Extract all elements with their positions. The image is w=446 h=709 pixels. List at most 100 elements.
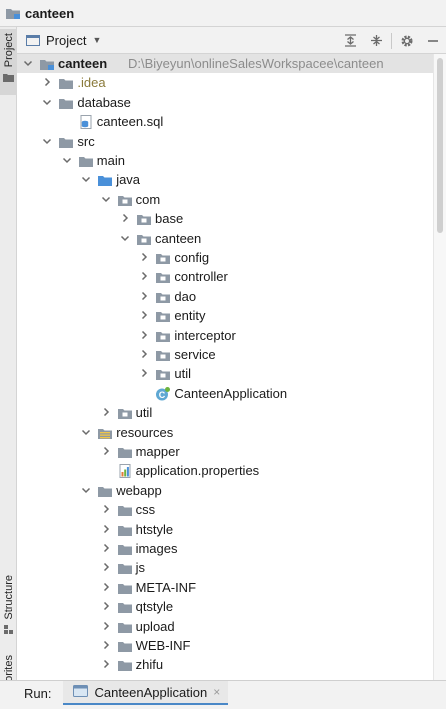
tree-row-util[interactable]: util [17,364,433,383]
tree-row-controller[interactable]: controller [17,267,433,286]
tree-item-label: css [135,502,156,518]
module-path: D:\Biyeyun\onlineSalesWorkspacee\canteen [128,56,384,71]
spring-class-icon: C [155,386,171,401]
chevron-down-icon[interactable] [81,485,91,495]
package-icon [136,212,152,226]
tree-row-qtstyle[interactable]: qtstyle [17,597,433,616]
hide-panel-icon[interactable] [420,27,446,54]
tree-row-database[interactable]: database [17,93,433,112]
tree-row-java[interactable]: java [17,170,433,189]
chevron-right-icon[interactable] [101,659,111,669]
collapse-all-icon[interactable] [363,27,389,54]
tree-item-label: base [155,211,184,227]
chevron-down-icon[interactable]: ▼ [92,35,102,45]
chevron-right-icon[interactable] [101,640,111,650]
folder-icon [117,542,133,556]
tree-item-label: src [77,133,95,149]
tree-row-mapper[interactable]: mapper [17,442,433,461]
folder-icon [78,154,94,168]
project-view-selector[interactable]: Project [46,32,87,48]
package-icon [155,367,171,381]
tree-item-label: database [77,94,131,110]
project-side-tab[interactable]: Project [0,29,17,95]
chevron-right-icon[interactable] [101,621,111,631]
structure-side-tab[interactable]: Structure [0,575,17,641]
svg-text:C: C [159,390,166,400]
chevron-right-icon[interactable] [101,504,111,514]
tree-row-interceptor[interactable]: interceptor [17,326,433,345]
tree-row-images[interactable]: images [17,539,433,558]
chevron-down-icon[interactable] [101,194,111,204]
gear-icon[interactable] [394,27,420,54]
tree-row-util[interactable]: util [17,403,433,422]
chevron-down-icon[interactable] [81,427,91,437]
chevron-right-icon[interactable] [42,77,52,87]
tree-scrollbar[interactable] [433,54,446,680]
tree-item-label: config [174,250,210,265]
tree-row-meta-inf[interactable]: META-INF [17,578,433,597]
chevron-right-icon[interactable] [139,291,149,301]
chevron-down-icon[interactable] [120,233,130,243]
chevron-down-icon[interactable] [42,97,52,107]
tree-row-application-properties[interactable]: application.properties [17,461,433,480]
scrollbar-thumb[interactable] [437,58,443,233]
folder-icon [117,445,133,459]
chevron-right-icon[interactable] [101,524,111,534]
tree-item-label: canteen.sql [96,114,164,130]
tree-row-web-inf[interactable]: WEB-INF [17,636,433,655]
run-tool-bar: Run: CanteenApplication × [0,680,446,705]
tree-row-canteen[interactable]: canteen [17,229,433,248]
chevron-right-icon[interactable] [139,310,149,320]
chevron-right-icon[interactable] [101,407,111,417]
tree-row-upload[interactable]: upload [17,617,433,636]
run-tab-canteen-application[interactable]: CanteenApplication × [63,681,229,705]
tree-item-label: java [116,172,141,188]
tree-row-main[interactable]: main [17,151,433,170]
package-icon [155,290,171,304]
toolbar-divider [391,32,392,49]
chevron-down-icon[interactable] [42,136,52,146]
chevron-right-icon[interactable] [101,601,111,611]
tree-row-webapp[interactable]: webapp [17,481,433,500]
project-view-icon [26,34,40,46]
expand-all-icon[interactable] [337,27,363,54]
chevron-down-icon[interactable] [81,174,91,184]
chevron-down-icon[interactable] [23,58,33,68]
chevron-right-icon[interactable] [101,543,111,553]
folder-icon [117,581,133,595]
tree-row-com[interactable]: com [17,190,433,209]
tree-row-canteen-sql[interactable]: canteen.sql [17,112,433,131]
chevron-down-icon[interactable] [62,155,72,165]
folder-icon [58,96,74,110]
run-label: Run: [24,685,52,701]
tree-row-config[interactable]: config [17,248,433,267]
properties-file-icon [117,464,133,479]
chevron-right-icon[interactable] [139,349,149,359]
chevron-right-icon[interactable] [139,330,149,340]
tree-item-label: service [174,347,216,362]
tree-row-zhifu[interactable]: zhifu [17,655,433,674]
tree-row-css[interactable]: css [17,500,433,519]
chevron-right-icon[interactable] [101,582,111,592]
tree-item-label: dao [174,288,197,304]
tree-item-label: canteen [155,230,202,246]
tree-row-dao[interactable]: dao [17,287,433,306]
close-icon[interactable]: × [213,685,221,699]
chevron-right-icon[interactable] [139,252,149,262]
tree-row-resources[interactable]: resources [17,423,433,442]
tree-row-htstyle[interactable]: htstyle [17,520,433,539]
tree-row-src[interactable]: src [17,132,433,151]
chevron-right-icon[interactable] [101,446,111,456]
tree-item-label: js [135,560,145,576]
chevron-right-icon[interactable] [101,562,111,572]
chevron-right-icon[interactable] [139,368,149,378]
chevron-right-icon[interactable] [139,271,149,281]
tree-row-entity[interactable]: entity [17,306,433,325]
chevron-right-icon[interactable] [120,213,130,223]
tree-row-base[interactable]: base [17,209,433,228]
tree-row-idea[interactable]: .idea [17,73,433,92]
tree-row-js[interactable]: js [17,558,433,577]
tree-row-service[interactable]: service [17,345,433,364]
